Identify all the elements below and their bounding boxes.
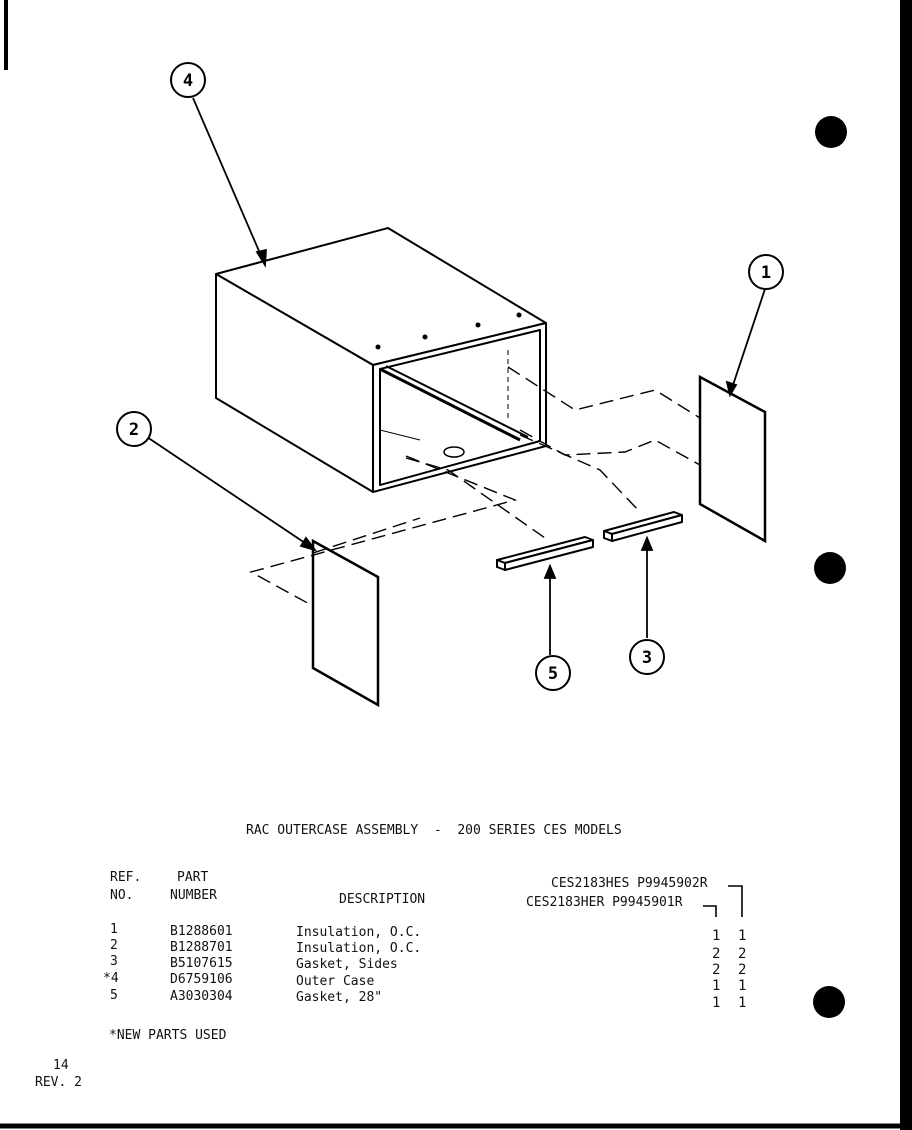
insulation-panel-right (698, 374, 767, 544)
page-number: 14 (53, 1058, 69, 1073)
footnote: *NEW PARTS USED (109, 1028, 227, 1043)
insulation-panel-left (311, 538, 380, 708)
row-qty-a: 1 (738, 928, 747, 944)
row-qty-a: 1 (738, 978, 747, 994)
callout-label-1: 1 (761, 263, 771, 283)
row-qty-b: 1 (712, 978, 721, 994)
screw-hole (422, 334, 428, 340)
callout-circle-1 (748, 254, 784, 290)
row-qty-a: 2 (738, 946, 747, 962)
model-bracket-lines (703, 885, 743, 917)
screw-hole (375, 344, 381, 350)
screw-hole (475, 322, 481, 328)
callout-circle-4 (170, 62, 206, 98)
row-description: Gasket, Sides (296, 957, 398, 972)
row-qty-b: 1 (712, 995, 721, 1011)
row-part-number: A3030304 (170, 989, 233, 1004)
leader-lines (146, 97, 766, 655)
callout-label-5: 5 (548, 664, 558, 684)
row-qty-b: 2 (712, 946, 721, 962)
header-ref-line1: REF. (110, 870, 142, 885)
row-qty-a: 1 (738, 995, 747, 1011)
outer-case (215, 227, 547, 493)
model-label-a: CES2183HES P9945902R (551, 876, 708, 891)
callout-label-4: 4 (183, 71, 193, 91)
callout-circle-2 (116, 411, 152, 447)
header-ref-line2: NO. (110, 888, 134, 903)
gasket-strip-5 (496, 536, 594, 571)
header-part-line2: NUMBER (170, 888, 217, 903)
row-description: Insulation, O.C. (296, 941, 422, 956)
row-qty-a: 2 (738, 962, 747, 978)
header-description: DESCRIPTION (339, 892, 426, 907)
callout-label-2: 2 (129, 420, 139, 440)
callout-circle-5 (535, 655, 571, 691)
revision-label: REV. 2 (35, 1075, 82, 1090)
row-part-number: B1288601 (170, 924, 233, 939)
row-part-number: D6759106 (170, 972, 233, 987)
binder-hole (814, 552, 846, 584)
row-ref: 5 (110, 988, 118, 1003)
diagram-title: RAC OUTERCASE ASSEMBLY - 200 SERIES CES … (246, 823, 622, 838)
model-label-b: CES2183HER P9945901R (526, 895, 683, 910)
binder-hole (813, 986, 845, 1018)
callout-circle-3 (629, 639, 665, 675)
row-ref: *4 (103, 971, 119, 986)
row-description: Gasket, 28" (296, 990, 383, 1005)
screw-hole (516, 312, 522, 318)
row-description: Outer Case (296, 974, 375, 989)
row-qty-b: 2 (712, 962, 721, 978)
binder-hole (815, 116, 847, 148)
row-description: Insulation, O.C. (296, 925, 422, 940)
row-qty-b: 1 (712, 928, 721, 944)
page-border-right (900, 0, 912, 1130)
assembly-dashed-lines (249, 366, 701, 607)
row-ref: 2 (110, 938, 118, 953)
row-ref: 3 (110, 954, 118, 969)
gasket-strip-3 (603, 511, 683, 542)
row-part-number: B5107615 (170, 956, 233, 971)
row-part-number: B1288701 (170, 940, 233, 955)
callout-label-3: 3 (642, 648, 652, 668)
header-part-line1: PART (177, 870, 209, 885)
row-ref: 1 (110, 922, 118, 937)
